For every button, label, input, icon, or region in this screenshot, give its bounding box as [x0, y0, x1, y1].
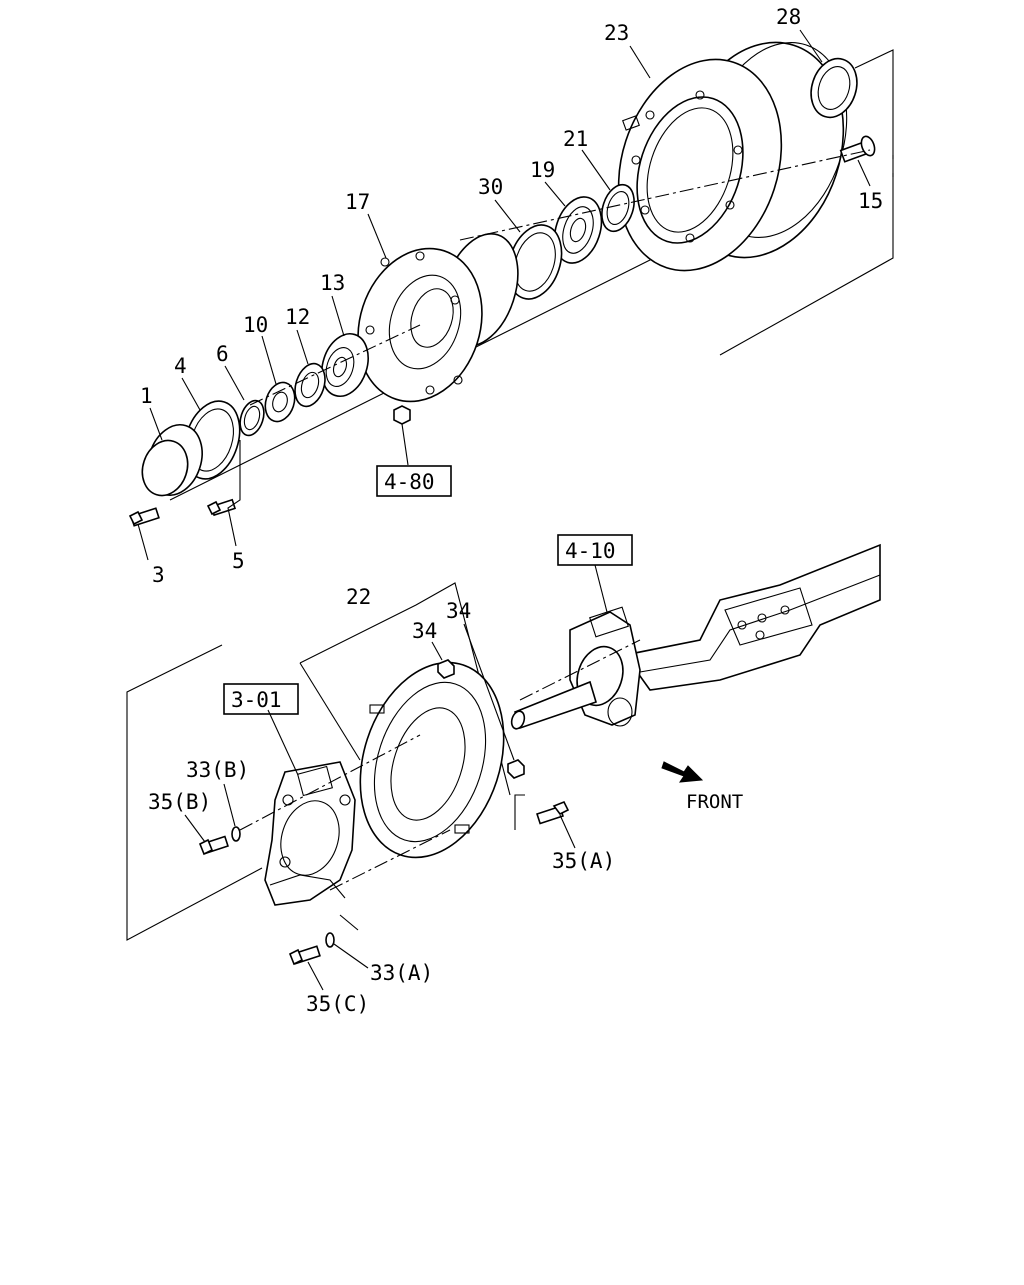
hub-nut — [393, 405, 411, 425]
hub-cap — [141, 424, 203, 497]
callout-3: 3 — [152, 563, 165, 587]
retaining-ring — [601, 183, 635, 233]
ref-box-4-80[interactable]: 4-80 — [376, 465, 452, 497]
gasket-bolt — [206, 498, 237, 517]
plate-bolt-lower — [507, 759, 525, 779]
brake-drum — [617, 41, 848, 272]
callout-10: 10 — [243, 313, 268, 337]
callout-19: 19 — [530, 158, 555, 182]
callout-21: 21 — [563, 127, 588, 151]
callout-17: 17 — [345, 190, 370, 214]
steering-knuckle — [510, 606, 641, 730]
anchor-bracket — [264, 761, 356, 906]
ref-box-4-10[interactable]: 4-10 — [557, 534, 633, 566]
plate-bolt-upper — [437, 659, 455, 679]
callout-5: 5 — [232, 549, 245, 573]
callout-34-lower: 34 — [446, 599, 471, 623]
brake-backing-plate — [359, 661, 505, 859]
callout-33b: 33(B) — [186, 758, 249, 782]
outer-bearing — [553, 196, 603, 264]
callout-35b: 35(B) — [148, 790, 211, 814]
front-label: FRONT — [686, 791, 743, 813]
bracket-bolt-a — [536, 800, 570, 825]
callout-34-upper: 34 — [412, 619, 437, 643]
bracket-washer-a — [325, 932, 335, 948]
callout-35a: 35(A) — [552, 849, 615, 873]
callout-13: 13 — [320, 271, 345, 295]
callout-28: 28 — [776, 5, 801, 29]
callout-35c: 35(C) — [306, 992, 369, 1016]
axle-beam — [623, 543, 881, 691]
cap-bolt — [128, 507, 160, 527]
front-arrow-icon — [661, 761, 704, 783]
oil-seal — [810, 57, 858, 119]
bracket-bolt-c — [288, 945, 321, 966]
ref-box-3-01[interactable]: 3-01 — [223, 683, 299, 715]
inner-bearing — [321, 333, 369, 397]
ref-4-80-label: 4-80 — [384, 470, 435, 494]
callout-23: 23 — [604, 21, 629, 45]
callout-1: 1 — [140, 384, 153, 408]
bracket-bolt-b — [198, 835, 229, 856]
callout-6: 6 — [216, 342, 229, 366]
callout-22: 22 — [346, 585, 371, 609]
callout-33a: 33(A) — [370, 961, 433, 985]
assembly-centerline — [239, 149, 871, 891]
lock-nut — [264, 381, 296, 423]
callout-15: 15 — [858, 189, 883, 213]
wheel-hub — [357, 232, 519, 403]
leader-lines — [137, 29, 871, 991]
callout-12: 12 — [285, 305, 310, 329]
ref-4-10-label: 4-10 — [565, 539, 616, 563]
callout-4: 4 — [174, 354, 187, 378]
bracket-washer-b — [231, 826, 241, 842]
hub-bolt — [839, 135, 876, 163]
ref-3-01-label: 3-01 — [231, 688, 282, 712]
lock-washer — [294, 362, 326, 408]
callout-30: 30 — [478, 175, 503, 199]
